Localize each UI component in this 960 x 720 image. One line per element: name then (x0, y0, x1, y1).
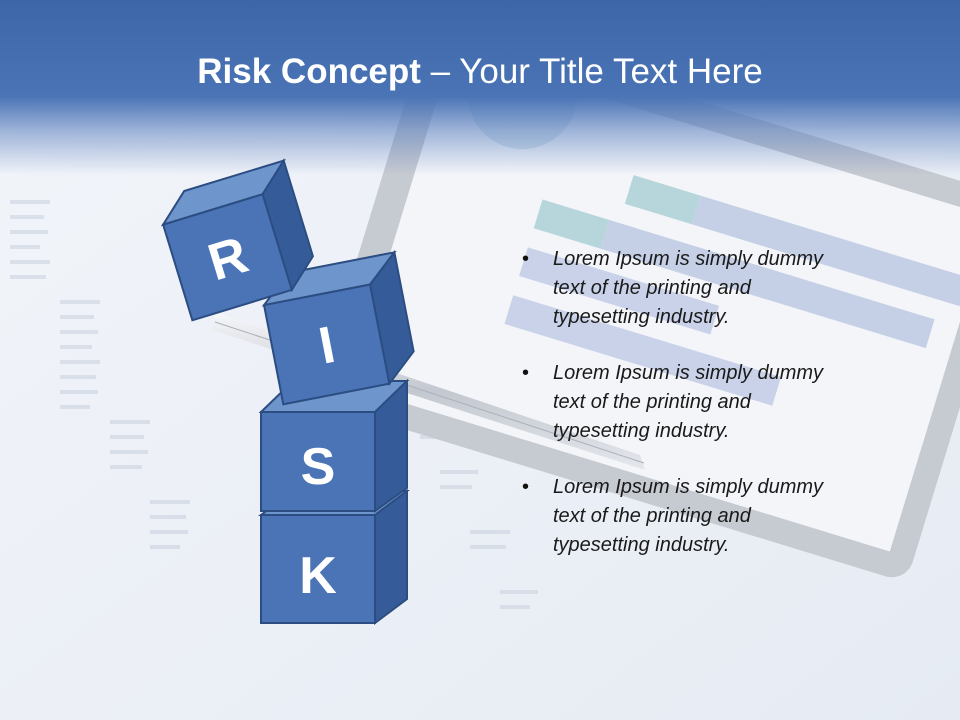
bullet-dot-icon: • (522, 248, 530, 270)
bullet-dot-icon: • (522, 476, 530, 498)
cube-letter: K (299, 547, 337, 605)
bullet-text: Lorem Ipsum is simply dummy text of the … (553, 362, 824, 442)
bullet-dot-icon: • (522, 362, 530, 384)
title-bold: Risk Concept (197, 52, 421, 91)
title-rest: – Your Title Text Here (420, 52, 763, 91)
bullet-list: • Lorem Ipsum is simply dummy text of th… (520, 245, 850, 587)
bullet-item: • Lorem Ipsum is simply dummy text of th… (520, 245, 850, 332)
bullet-item: • Lorem Ipsum is simply dummy text of th… (520, 359, 850, 446)
cube-i: I (261, 249, 415, 406)
bullet-text: Lorem Ipsum is simply dummy text of the … (553, 248, 824, 328)
bullet-text: Lorem Ipsum is simply dummy text of the … (553, 476, 824, 556)
slide-title: Risk Concept – Your Title Text Here (0, 52, 960, 92)
bullet-item: • Lorem Ipsum is simply dummy text of th… (520, 473, 850, 560)
header-band (0, 0, 960, 175)
cube-r: R (160, 158, 315, 322)
cube-letter: S (301, 438, 336, 496)
